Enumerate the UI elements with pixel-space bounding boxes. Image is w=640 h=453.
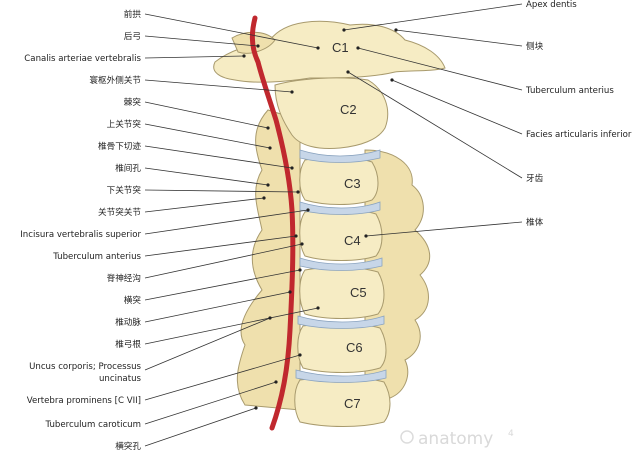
axis-c2 [274,77,389,149]
label-anterior-arch: 前拱 [124,8,142,20]
label-superior-articular-process: 上关节突 [107,118,142,130]
vertebra-c3 [299,156,379,205]
label-canalis-arteriae-vertebralis: Canalis arteriae vertebralis [24,54,141,64]
label-transverse-process: 横突 [124,294,142,306]
label-atlantoaxial-joint: 寰枢外侧关节 [89,74,141,86]
label-tuberculum-caroticum: Tuberculum caroticum [45,420,141,430]
cervical-spine-illustration [213,15,446,431]
disc-c3-c4 [299,201,381,215]
vertebra-label: C6 [346,340,363,355]
label-uncus-corporis: Uncus corporis; Processus [29,362,141,372]
posterior-column [236,109,301,411]
vertebra-label: C3 [344,176,361,191]
vertebra-c5 [299,266,385,319]
label-posterior-arch: 后弓 [124,31,141,42]
label-intervertebral-foramen: 椎间孔 [115,162,141,174]
vertebra-label: C5 [350,285,367,300]
vertebra-labels: C1 C2 C3 C4 C5 C6 C7 [332,40,367,411]
label-uncinatus: uncinatus [99,374,142,384]
label-vertebra-prominens: Vertebra prominens [C VII] [27,396,141,406]
label-dens: 牙齿 [526,173,544,184]
label-inferior-articular-process: 下关节突 [107,184,142,196]
label-apex-dentis: Apex dentis [526,0,577,10]
vertebra-c7 [294,376,391,427]
label-spinal-nerve-groove: 脊神经沟 [107,272,141,284]
vertebra-label: C4 [344,233,361,248]
leader-lines [144,3,523,447]
watermark-text: anatomy [418,429,493,449]
vertebra-label: C7 [344,396,361,411]
watermark: anatomy 4 [400,429,514,449]
label-zygapophyseal-joint: 关节突关节 [98,206,141,218]
vertebra-label: C1 [332,40,349,55]
label-facies-articularis-inferior: Facies articularis inferior [526,130,632,140]
label-transverse-foramen: 横突孔 [115,440,141,452]
label-incisura-vertebralis-superior: Incisura vertebralis superior [20,230,141,240]
vertebra-label: C2 [340,102,357,117]
watermark-superscript: 4 [508,429,514,439]
label-pedicle: 椎弓根 [115,338,141,350]
label-vertebral-body: 椎体 [526,216,544,228]
label-vertebral-artery: 椎动脉 [115,316,141,328]
right-labels: Apex dentis 侧块 Tuberculum anterius Facie… [525,0,632,228]
disc-c6-c7 [295,369,387,383]
label-inferior-vertebral-notch: 椎骨下切迹 [98,140,141,152]
label-tuberculum-anterius-left: Tuberculum anterius [52,252,141,262]
left-labels: 前拱 后弓 Canalis arteriae vertebralis 寰枢外侧关… [20,8,141,452]
label-lateral-mass: 侧块 [526,40,544,52]
target-dots [242,28,398,410]
vertebra-c6 [297,322,387,373]
watermark-logo-icon [400,430,414,444]
label-tuberculum-anterius-right: Tuberculum anterius [525,86,614,96]
vertebra-c4 [299,208,383,261]
label-spinous-process: 棘突 [124,96,142,108]
disc-c2-c3 [299,149,381,163]
disc-c4-c5 [299,257,383,271]
disc-c5-c6 [297,315,385,329]
atlas-c1 [213,20,446,83]
